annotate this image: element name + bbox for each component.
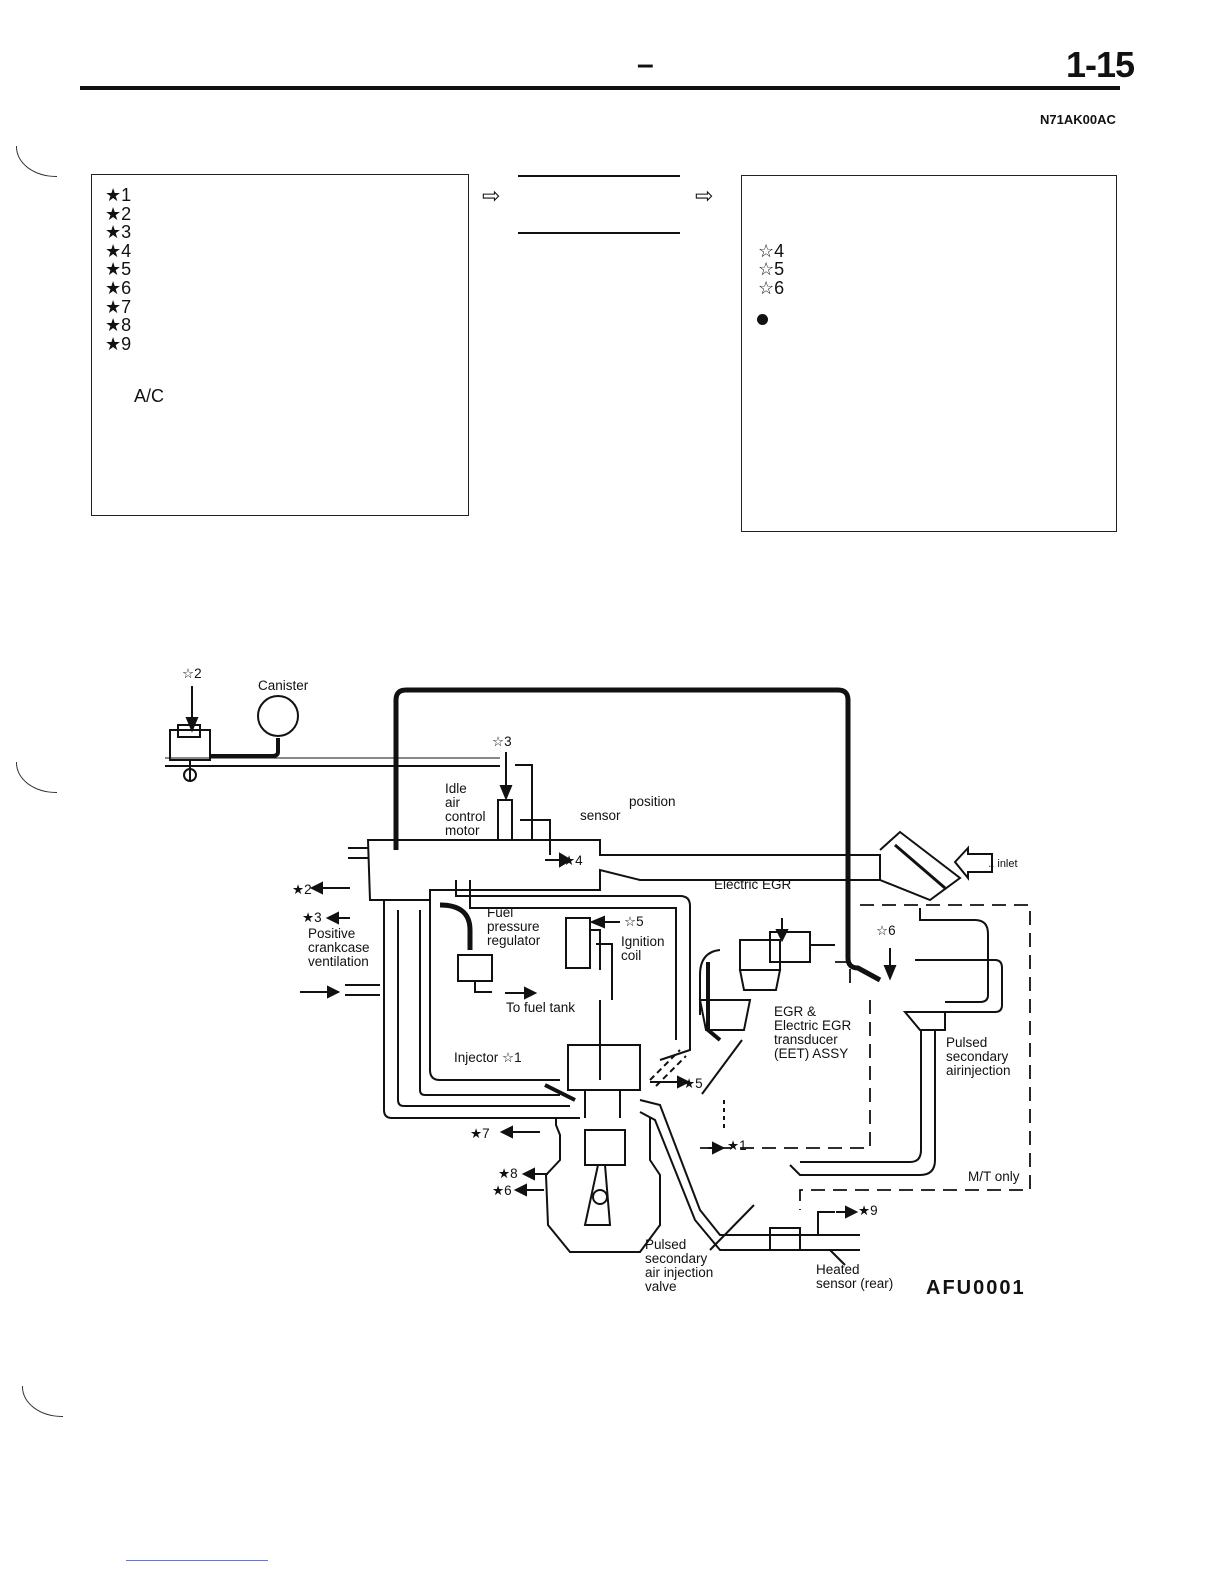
diagram-label: Pulsed xyxy=(645,1237,686,1252)
ecu-box-bottom-line xyxy=(518,232,680,234)
bullet-icon xyxy=(757,314,768,325)
input-item: ★1 xyxy=(105,185,132,205)
diagram-label: Positive xyxy=(308,926,355,941)
diagram-label: airinjection xyxy=(946,1063,1011,1078)
diagram-label: Canister xyxy=(258,678,309,693)
diagram-label: valve xyxy=(645,1279,677,1294)
footer-line xyxy=(126,1560,268,1561)
diagram-label: To fuel tank xyxy=(506,1000,575,1015)
ecu-box-top-line xyxy=(518,175,680,177)
diagram-label: sensor xyxy=(580,808,621,823)
diagram-label: pressure xyxy=(487,919,540,934)
input-item: ★4 xyxy=(105,240,132,261)
diagram-label: ☆6 xyxy=(876,923,896,938)
diagram-label: motor xyxy=(445,823,480,838)
diagram-label: (EET) ASSY xyxy=(774,1046,848,1061)
input-item: ★7 xyxy=(105,296,132,317)
canister-icon xyxy=(257,695,299,737)
diagram-label: ★3 xyxy=(302,910,322,925)
diagram-label: Fuel xyxy=(487,905,513,920)
diagram-label: Electric EGR xyxy=(774,1018,852,1033)
diagram-label: ★9 xyxy=(858,1203,878,1218)
diagram-label: crankcase xyxy=(308,940,370,955)
diagram-label: M/T only xyxy=(968,1169,1020,1184)
figure-code: AFU0001 xyxy=(926,1277,1026,1299)
diagram-label: ★2 xyxy=(292,882,312,897)
input-item: ★8 xyxy=(105,315,132,336)
input-item: ★5 xyxy=(105,259,132,280)
inputs-box xyxy=(91,174,469,516)
diagram-label: ★7 xyxy=(470,1126,490,1141)
diagram-label: Injector ☆1 xyxy=(454,1050,522,1065)
diagram-label: ★8 xyxy=(498,1166,518,1181)
diagram-label: regulator xyxy=(487,933,541,948)
diagram-label: ☆2 xyxy=(182,666,202,681)
diagram-label: ★1 xyxy=(727,1138,747,1153)
diagram-label: EGR & xyxy=(774,1004,816,1019)
output-item: ☆6 xyxy=(758,278,785,298)
diagram-label: Idle xyxy=(445,781,467,796)
header-rule xyxy=(80,86,1120,90)
diagram-label: ★5 xyxy=(683,1076,703,1091)
diagram-label: sensor (rear) xyxy=(816,1276,893,1291)
input-item: ★9 xyxy=(105,333,132,354)
input-item: ★3 xyxy=(105,222,132,243)
inputs-list: ★1 ★2 ★3 ★4 ★5 ★6 ★7 ★8 ★9 xyxy=(105,186,131,353)
diagram-label: air xyxy=(445,795,461,810)
flow-arrow-icon: ⇨ xyxy=(482,183,501,208)
input-item: ★6 xyxy=(105,277,132,298)
page-number: 1-15 xyxy=(1066,44,1135,85)
input-item: ★2 xyxy=(105,203,132,224)
diagram-label: ☆5 xyxy=(624,914,644,929)
diagram-label: coil xyxy=(621,948,641,963)
diagram-label: Electric EGR xyxy=(714,877,792,892)
flow-arrow-icon: ⇨ xyxy=(695,183,714,208)
diagram-label: air injection xyxy=(645,1265,713,1280)
diagram-label: secondary xyxy=(946,1049,1009,1064)
document-code: N71AK00AC xyxy=(1040,112,1116,127)
diagram-label: secondary xyxy=(645,1251,708,1266)
header-dash: – xyxy=(637,48,654,81)
diagram-label: ☆3 xyxy=(492,734,512,749)
diagram-label: control xyxy=(445,809,486,824)
diagram-label: ★4 xyxy=(563,853,583,868)
diagram-label: Pulsed xyxy=(946,1035,987,1050)
diagram-label: ★6 xyxy=(492,1183,512,1198)
outputs-box xyxy=(741,175,1117,532)
diagram-label: Ignition xyxy=(621,934,665,949)
ac-label: A/C xyxy=(134,386,165,406)
diagram-label: Heated xyxy=(816,1262,860,1277)
diagram-label: transducer xyxy=(774,1032,838,1047)
output-item: ☆5 xyxy=(758,259,785,279)
diagram-label: .. inlet xyxy=(986,858,1018,870)
diagram-label: position xyxy=(629,794,676,809)
output-item: ☆4 xyxy=(758,241,785,261)
diagram-label: ventilation xyxy=(308,954,369,969)
